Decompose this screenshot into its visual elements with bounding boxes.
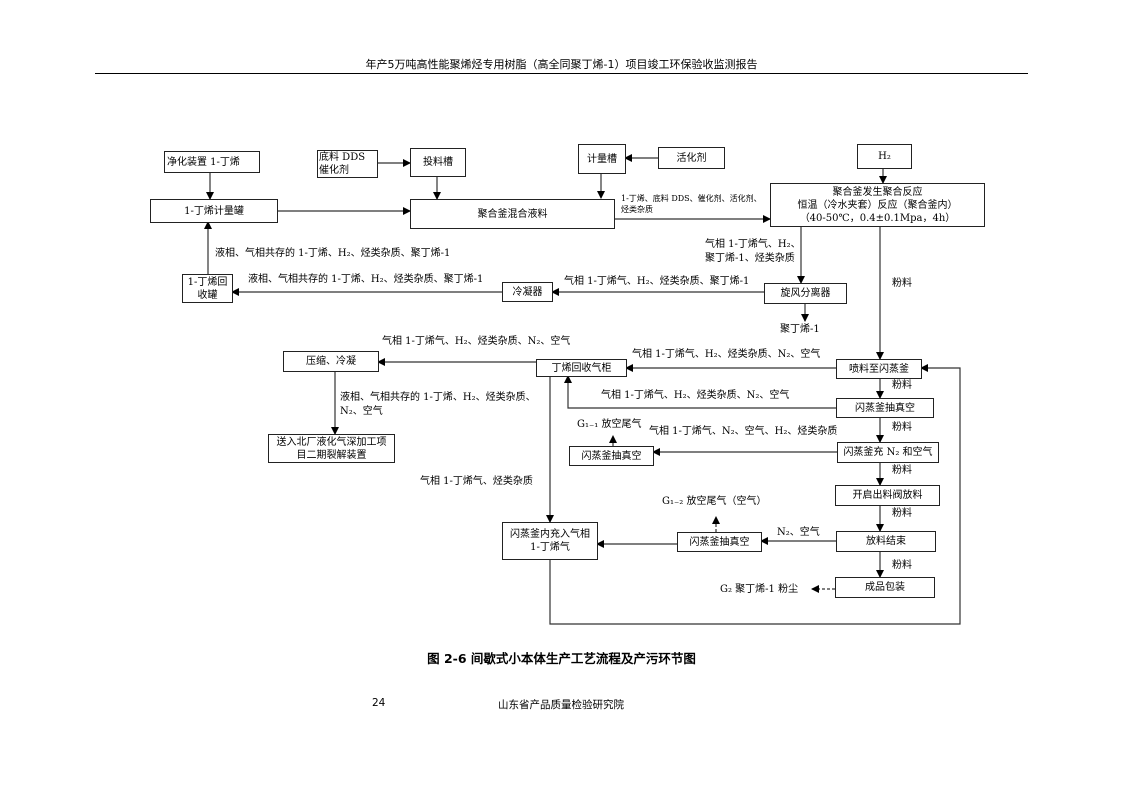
box-flash-vacuum-2: 闪蒸釜抽真空 xyxy=(569,446,654,466)
box-open-valve: 开启出料阀放料 xyxy=(835,485,940,506)
flow-label: 气相 1-丁烯气、H₂、烃类杂质、N₂、空气 xyxy=(382,336,571,347)
box-flash-vacuum-3: 闪蒸釜抽真空 xyxy=(677,532,762,552)
box-condenser: 冷凝器 xyxy=(502,282,553,302)
box-cyclone-separator: 旋风分离器 xyxy=(764,283,847,304)
box-recovery-tank: 1-丁烯回 收罐 xyxy=(182,274,233,303)
box-packaging: 成品包装 xyxy=(835,577,935,598)
box-butene-meter-tank: 1-丁烯计量罐 xyxy=(150,199,278,223)
flow-label: 气相 1-丁烯气、H₂、 聚丁烯-1、烃类杂质 xyxy=(705,239,801,264)
box-fill-n2-air: 闪蒸釜充 N₂ 和空气 xyxy=(837,442,939,463)
flow-label: 1-丁烯、底料 DDS、催化剂、活化剂、 烃类杂质 xyxy=(621,194,762,214)
box-h2: H₂ xyxy=(857,144,912,169)
flow-label: G₁₋₂ 放空尾气（空气） xyxy=(662,496,767,507)
box-spray-flash: 喷料至闪蒸釜 xyxy=(836,359,922,379)
box-fill-butene-gas: 闪蒸釜内充入气相 1-丁烯气 xyxy=(502,522,598,560)
box-purification-butene: 净化装置 1-丁烯 xyxy=(164,151,260,173)
box-metering-tank: 计量槽 xyxy=(578,144,626,174)
figure-caption: 图 2-6 间歇式小本体生产工艺流程及产污环节图 xyxy=(427,651,696,666)
flow-label: 液相、气相共存的 1-丁烯、H₂、烃类杂质、聚丁烯-1 xyxy=(248,274,484,285)
page-header: 年产5万吨高性能聚烯烃专用树脂（高全同聚丁烯-1）项目竣工环保验收监测报告 xyxy=(365,58,758,71)
flow-label: 聚丁烯-1 xyxy=(780,324,820,335)
flow-label: G₁₋₁ 放空尾气 xyxy=(577,419,642,430)
flow-label: G₂ 聚丁烯-1 粉尘 xyxy=(720,584,799,595)
flow-label: N₂、空气 xyxy=(777,527,820,538)
flow-label: 气相 1-丁烯气、H₂、烃类杂质、聚丁烯-1 xyxy=(564,276,750,287)
page-number: 24 xyxy=(372,697,386,709)
flow-label: 粉料 xyxy=(892,422,912,433)
flow-label: 气相 1-丁烯气、H₂、烃类杂质、N₂、空气 xyxy=(632,349,821,360)
box-feed-tank: 投料槽 xyxy=(410,148,466,177)
flow-label: 粉料 xyxy=(892,508,912,519)
box-flash-vacuum-1: 闪蒸釜抽真空 xyxy=(836,398,934,418)
box-north-plant: 送入北厂液化气深加工项 目二期裂解装置 xyxy=(268,434,395,463)
flow-label: 气相 1-丁烯气、烃类杂质 xyxy=(420,476,533,487)
flow-label: 液相、气相共存的 1-丁烯、H₂、烃类杂质、聚丁烯-1 xyxy=(215,248,451,259)
flow-label: 气相 1-丁烯气、H₂、烃类杂质、N₂、空气 xyxy=(601,390,790,401)
flow-label: 粉料 xyxy=(892,278,912,289)
flow-label: 粉料 xyxy=(892,465,912,476)
footer-organization: 山东省产品质量检验研究院 xyxy=(498,699,624,711)
box-discharge-end: 放料结束 xyxy=(836,531,936,552)
box-compress-condense: 压缩、冷凝 xyxy=(283,351,379,372)
box-activator: 活化剂 xyxy=(658,147,725,169)
flow-label: 粉料 xyxy=(892,560,912,571)
header-rule xyxy=(95,73,1028,74)
box-polymerization-reaction: 聚合釜发生聚合反应 恒温（冷水夹套）反应（聚合釜内） （40-50℃，0.4±0… xyxy=(770,183,985,227)
flow-label: 粉料 xyxy=(892,380,912,391)
box-dds-catalyst: 底料 DDS 催化剂 xyxy=(317,150,378,178)
flow-label: 液相、气相共存的 1-丁烯、H₂、烃类杂质、 N₂、空气 xyxy=(340,392,536,417)
box-mix-liquid: 聚合釜混合液料 xyxy=(410,199,615,229)
flow-label: 气相 1-丁烯气、N₂、空气、H₂、烃类杂质 xyxy=(649,426,838,437)
box-gas-holder: 丁烯回收气柜 xyxy=(536,359,627,377)
